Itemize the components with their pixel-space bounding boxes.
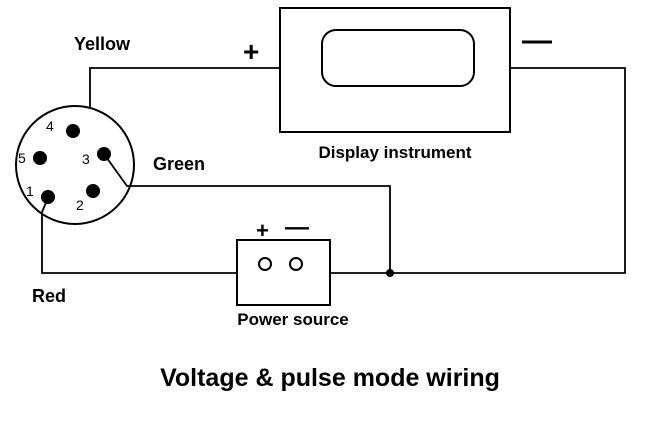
wire-label-yellow: Yellow xyxy=(74,34,131,54)
display-instrument-label: Display instrument xyxy=(318,143,472,162)
connector-circle xyxy=(15,105,135,225)
power-minus-terminal xyxy=(289,257,303,271)
pin-label-2: 2 xyxy=(76,197,84,213)
pin-label-4: 4 xyxy=(46,118,54,134)
power-source-label: Power source xyxy=(237,310,349,329)
power-minus-sign: — xyxy=(285,214,309,241)
red-wire xyxy=(41,197,237,274)
pin-label-3: 3 xyxy=(82,151,90,167)
pin-label-1: 1 xyxy=(26,183,34,199)
wire-label-green: Green xyxy=(153,154,206,174)
display-instrument-box xyxy=(279,7,511,133)
minus-wire xyxy=(330,67,626,274)
power-plus-sign: + xyxy=(256,218,269,243)
pin-1-dot xyxy=(41,190,55,204)
power-plus-terminal xyxy=(258,257,272,271)
pin-5-dot xyxy=(33,151,47,165)
wire-label-red: Red xyxy=(32,286,67,306)
wire-junction-dot xyxy=(386,269,394,277)
pin-4-dot xyxy=(66,124,80,138)
display-window xyxy=(321,29,475,87)
diagram-title: Voltage & pulse mode wiring xyxy=(160,364,500,392)
display-plus-sign: + xyxy=(243,36,260,67)
pin-label-5: 5 xyxy=(18,150,26,166)
green-wire xyxy=(103,153,391,273)
yellow-wire xyxy=(89,67,281,107)
pin-2-dot xyxy=(86,184,100,198)
power-source-box xyxy=(236,239,331,306)
display-minus-sign: — xyxy=(522,24,552,57)
